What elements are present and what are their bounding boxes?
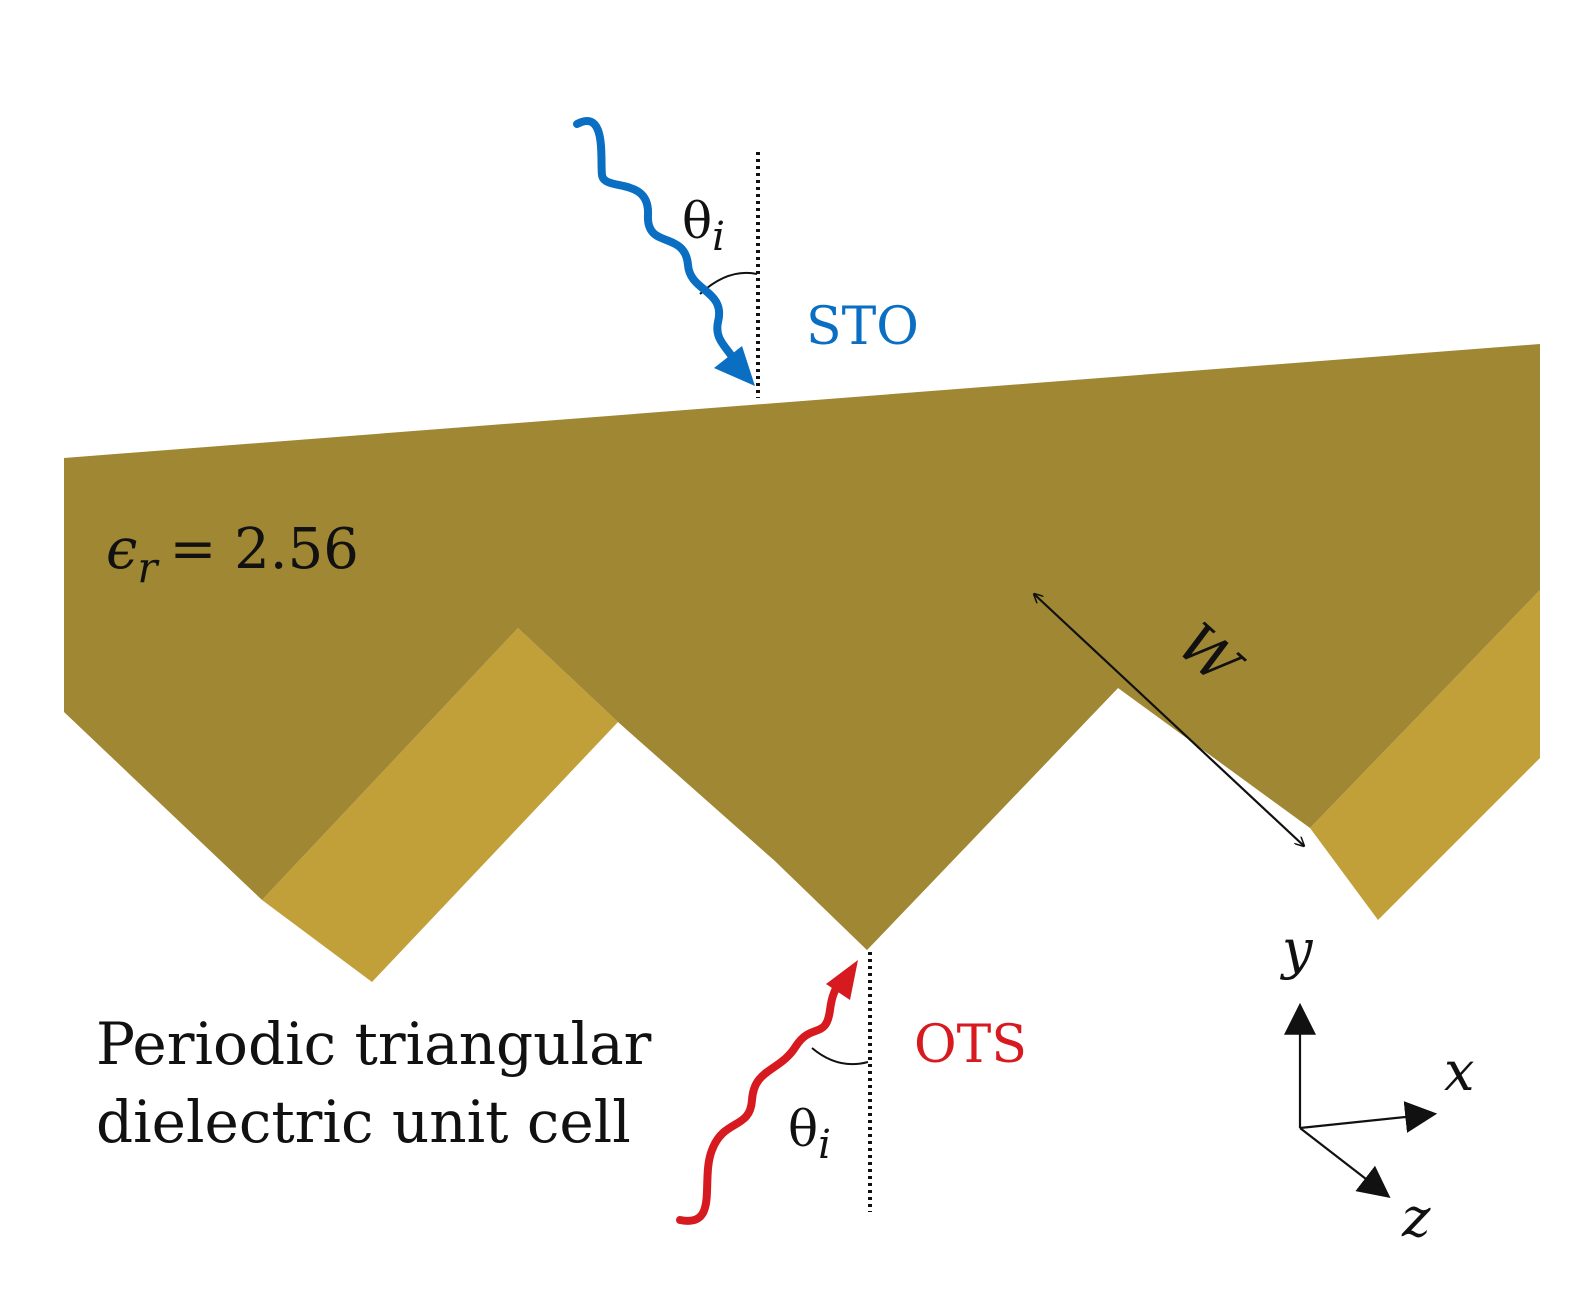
axis-z-label: z — [1401, 1186, 1431, 1249]
ots-label: OTS — [914, 1015, 1027, 1075]
axis-y-label: y — [1280, 918, 1314, 981]
tooth-face-3 — [1310, 590, 1540, 920]
tooth-face-1 — [262, 628, 618, 982]
sto-label: STO — [806, 297, 919, 357]
caption-line-2: dielectric unit cell — [96, 1088, 631, 1156]
ots-theta-label: θi — [788, 1100, 831, 1168]
axis-x-arrow — [1299, 1101, 1438, 1133]
axis-x-label: x — [1444, 1040, 1474, 1103]
permittivity-label: ϵr= 2.56 — [106, 517, 359, 592]
ots-angle-arc — [811, 1047, 869, 1066]
axis-z-arrow — [1299, 1127, 1391, 1198]
caption-line-1: Periodic triangular — [96, 1010, 652, 1078]
width-dimension-arrow — [1034, 594, 1304, 846]
dielectric-slab — [64, 344, 1540, 950]
sto-theta-label: θi — [682, 192, 725, 260]
sto-wavy-arrow-icon — [573, 117, 755, 386]
ots-wavy-arrow-icon — [676, 960, 858, 1225]
coordinate-axes: y x z — [1280, 918, 1474, 1249]
